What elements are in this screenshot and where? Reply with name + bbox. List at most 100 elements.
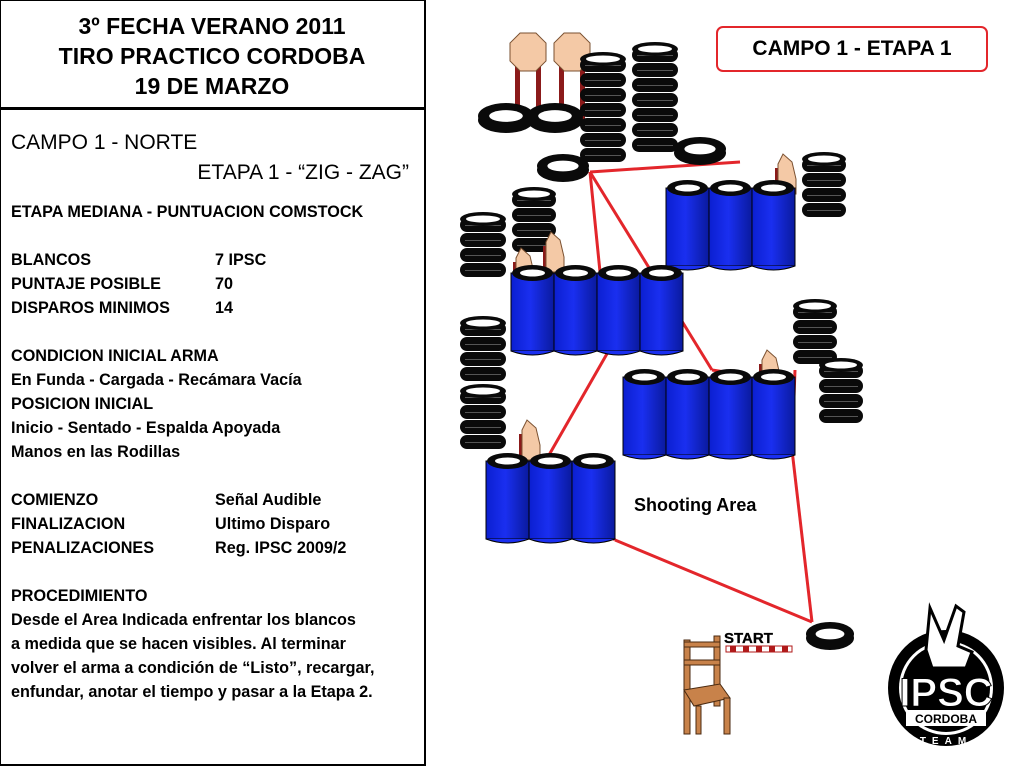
start-bar-stripe bbox=[769, 646, 775, 652]
chair-back-rail bbox=[683, 641, 721, 648]
target-stake bbox=[515, 53, 520, 126]
chair-leg bbox=[723, 697, 731, 735]
barrel-row bbox=[510, 265, 684, 356]
condicion-text: En Funda - Cargada - Recámara Vacía bbox=[11, 371, 302, 389]
chair bbox=[683, 635, 731, 735]
tire-stack bbox=[632, 42, 678, 152]
campo-name: CAMPO 1 - NORTE bbox=[11, 131, 198, 154]
barrel-top-hole bbox=[675, 184, 700, 192]
barrel-top-hole bbox=[649, 269, 674, 277]
tire-hole bbox=[825, 361, 857, 369]
barrel-bottom bbox=[708, 454, 753, 460]
tire-hole bbox=[466, 215, 500, 223]
condicion-title: CONDICION INICIAL ARMA bbox=[11, 347, 219, 365]
tire-stack bbox=[512, 187, 556, 252]
target-face bbox=[509, 32, 547, 72]
barrel-top-hole bbox=[718, 373, 743, 381]
rule-value: Ultimo Disparo bbox=[215, 515, 331, 533]
rule-value: Reg. IPSC 2009/2 bbox=[215, 539, 347, 557]
barrel-top-hole bbox=[761, 184, 786, 192]
fault-line bbox=[614, 538, 813, 624]
procedimiento-title: PROCEDIMIENTO bbox=[11, 587, 148, 605]
barrel-bottom bbox=[553, 350, 598, 356]
stat-value: 70 bbox=[215, 275, 234, 293]
fault-line bbox=[589, 160, 741, 174]
posicion-title: POSICION INICIAL bbox=[11, 395, 154, 413]
rule-label: COMIENZO bbox=[11, 491, 99, 509]
stat-value: 14 bbox=[215, 299, 234, 317]
barrel-bottom bbox=[639, 350, 684, 356]
logo-team-text: TEAM bbox=[920, 736, 972, 747]
chair-leg bbox=[695, 705, 702, 735]
procedimiento-line: volver el arma a condición de “Listo”, r… bbox=[11, 659, 375, 677]
start-label: START bbox=[724, 630, 773, 647]
barrel-row bbox=[622, 369, 796, 460]
tire-hole bbox=[586, 55, 620, 63]
tire-stack bbox=[460, 384, 506, 449]
tire-hole bbox=[547, 160, 579, 172]
barrel-bottom bbox=[622, 454, 667, 460]
procedimiento-line: Desde el Area Indicada enfrentar los bla… bbox=[11, 611, 356, 629]
flat-tire bbox=[674, 137, 726, 165]
stat-label: PUNTAJE POSIBLE bbox=[11, 275, 161, 293]
tire-stack bbox=[580, 52, 626, 162]
target-stake bbox=[580, 53, 585, 126]
target-face bbox=[521, 419, 541, 461]
barrel-bottom bbox=[485, 538, 530, 544]
posicion-text-2: Manos en las Rodillas bbox=[11, 443, 181, 461]
barrel-top-hole bbox=[581, 457, 606, 465]
barrel-bottom bbox=[665, 454, 710, 460]
chair-seat bbox=[683, 683, 731, 707]
target-stake bbox=[543, 246, 547, 286]
stat-label: BLANCOS bbox=[11, 251, 92, 269]
stage-briefing-panel: 3º FECHA VERANO 2011 TIRO PRACTICO CORDO… bbox=[0, 0, 426, 766]
start-bar-stripe bbox=[756, 646, 762, 652]
flat-tire bbox=[537, 154, 589, 182]
rule-value: Señal Audible bbox=[215, 491, 322, 509]
tire-hole bbox=[799, 302, 831, 310]
barrel bbox=[751, 187, 796, 267]
tire-hole bbox=[815, 628, 845, 640]
hand-icon bbox=[924, 602, 974, 670]
tire-hole bbox=[684, 143, 716, 155]
tire-stack bbox=[819, 358, 863, 423]
flat-tire bbox=[806, 622, 854, 650]
barrel-top-hole bbox=[606, 269, 631, 277]
barrel bbox=[665, 376, 710, 456]
procedimiento-line: a medida que se hacen visibles. Al termi… bbox=[11, 635, 346, 653]
tire-hole bbox=[518, 190, 550, 198]
stage-label: CAMPO 1 - ETAPA 1 bbox=[716, 26, 988, 72]
event-date: 19 DE MARZO bbox=[134, 73, 290, 99]
barrel-bottom bbox=[708, 265, 753, 271]
fault-line bbox=[790, 449, 814, 623]
event-title-line-1: 3º FECHA VERANO 2011 bbox=[78, 13, 346, 39]
barrel-top-hole bbox=[761, 373, 786, 381]
tire-stack bbox=[802, 152, 846, 217]
target-stake bbox=[536, 53, 541, 126]
stat-row: PUNTAJE POSIBLE 70 bbox=[11, 272, 421, 296]
posicion-text-1: Inicio - Sentado - Espalda Apoyada bbox=[11, 419, 281, 437]
event-title-line-2: TIRO PRACTICO CORDOBA bbox=[58, 43, 366, 69]
barrel bbox=[622, 376, 667, 456]
tire-hole bbox=[538, 110, 572, 122]
barrel-top-hole bbox=[718, 184, 743, 192]
procedimiento-line: enfundar, anotar el tiempo y pasar a la … bbox=[11, 683, 373, 701]
start-bar-stripe bbox=[730, 646, 736, 652]
barrel bbox=[708, 376, 753, 456]
chair-leg bbox=[683, 639, 691, 735]
tire-hole bbox=[808, 155, 840, 163]
barrel-top-hole bbox=[563, 269, 588, 277]
flat-tire bbox=[527, 103, 583, 133]
chair-back-rail bbox=[683, 659, 721, 666]
stat-row: BLANCOS 7 IPSC bbox=[11, 248, 421, 272]
start-bar-stripe bbox=[743, 646, 749, 652]
shooting-area-label: Shooting Area bbox=[634, 495, 757, 515]
rule-label: FINALIZACION bbox=[11, 515, 126, 533]
chair-post bbox=[713, 635, 721, 707]
tire-stack bbox=[793, 299, 837, 364]
tire-hole bbox=[466, 319, 500, 327]
rule-label: PENALIZACIONES bbox=[11, 539, 155, 557]
